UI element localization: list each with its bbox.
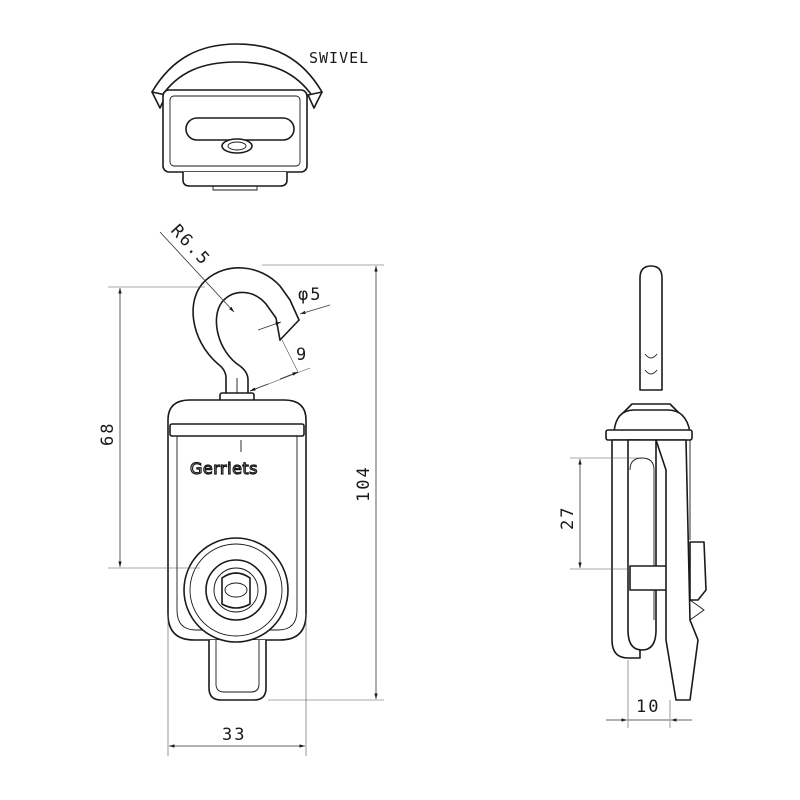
dim-hook-radius: R6.5 <box>166 221 214 270</box>
dim-slot-length: 27 <box>558 506 578 530</box>
side-dimensions: 27 10 <box>558 457 692 728</box>
brand-logo: Gerriets <box>190 459 258 478</box>
dim-thickness: 10 <box>636 697 660 717</box>
wheel <box>183 537 289 643</box>
swivel-arrow-icon <box>151 43 323 98</box>
front-view: Gerriets <box>167 267 307 701</box>
dim-wire-diameter: φ5 <box>298 285 322 305</box>
swivel-label: SWIVEL <box>309 49 369 67</box>
hook <box>192 267 300 401</box>
dim-hook-gap: 9 <box>296 345 308 365</box>
side-view <box>605 265 707 701</box>
dim-height-to-axle: 68 <box>98 422 118 446</box>
top-view <box>151 43 323 191</box>
dim-width: 33 <box>222 725 246 745</box>
dim-total-height: 104 <box>354 465 374 502</box>
